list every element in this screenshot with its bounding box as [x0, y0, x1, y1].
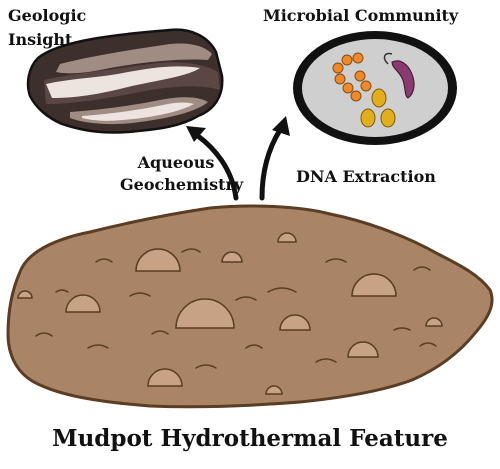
bacillus [380, 108, 396, 128]
coccus [350, 90, 362, 102]
mud-ripples [35, 248, 437, 369]
arrow-to-geology-icon [186, 126, 239, 201]
dna-extraction-label: DNA Extraction [296, 167, 436, 186]
mud-bubble [279, 314, 311, 331]
arrow-shaft [195, 133, 239, 201]
mud-ripple [95, 258, 113, 263]
mud-ripple [181, 248, 201, 253]
bacillus [371, 88, 387, 108]
mud-ripple [151, 330, 169, 335]
aqueous-geochemistry-label: Aqueous Geochemistry [120, 152, 244, 196]
microbial-community-label: Microbial Community [263, 6, 459, 25]
mud-ripple [195, 364, 217, 369]
bacilli [360, 88, 396, 128]
mud-bubble [221, 251, 243, 263]
mud-ripple [413, 266, 431, 271]
spirillum-body [391, 60, 415, 99]
mud-bubble [351, 273, 397, 297]
mud-ripple [419, 342, 437, 347]
mud-ripple [35, 332, 53, 337]
coccus [354, 70, 366, 82]
bacillus [360, 108, 376, 128]
mud-bubble [347, 341, 379, 358]
mud-bubble [17, 290, 33, 299]
geologic-label-line2: Insight [8, 30, 73, 49]
coccus [352, 52, 364, 64]
rock-band-upper [56, 43, 212, 74]
coccus [360, 80, 372, 92]
aqueous-label-line1: Aqueous [137, 153, 215, 172]
mud-bubble [175, 298, 235, 329]
geologic-label-line1: Geologic [8, 6, 87, 25]
mud-ripple [129, 292, 151, 297]
arrow-head [272, 116, 290, 136]
mud-ripple [325, 258, 347, 263]
mud-bubble [65, 294, 101, 313]
arrow-shaft [259, 127, 283, 201]
rock-band-light [46, 66, 200, 98]
spirillum-icon [383, 52, 415, 99]
mud-bubble [265, 385, 283, 395]
mud-ripple [393, 327, 411, 331]
petri-dish-icon [293, 31, 457, 145]
diagram-title: Mudpot Hydrothermal Feature [52, 425, 448, 452]
mud-bubble [147, 368, 183, 387]
mud-ripple [87, 344, 109, 349]
mud-bubble [425, 317, 443, 327]
mudpot-icon [6, 204, 494, 409]
coccus [334, 73, 346, 85]
arrow-head [186, 126, 206, 142]
cocci-chain [332, 52, 372, 102]
mud-ripple [315, 358, 337, 363]
spirillum-tail [383, 52, 393, 65]
coccus [341, 54, 353, 66]
mud-ripple [245, 344, 263, 349]
mud-bubble [277, 232, 297, 243]
petri-dish-agar [302, 39, 448, 137]
coccus [332, 62, 344, 74]
arrow-to-microbes-icon [259, 116, 290, 201]
coccus [342, 82, 354, 94]
mud-ripple [267, 287, 297, 293]
rock-band-lower-light [82, 102, 194, 121]
geologic-insight-label: Geologic Insight [8, 4, 86, 52]
rock-icon [26, 28, 224, 134]
mud-ripple [235, 296, 257, 301]
mud-bubble [135, 248, 181, 272]
mud-bubbles [17, 232, 443, 395]
mud-ripple [55, 289, 69, 293]
aqueous-label-line2: Geochemistry [120, 175, 244, 194]
